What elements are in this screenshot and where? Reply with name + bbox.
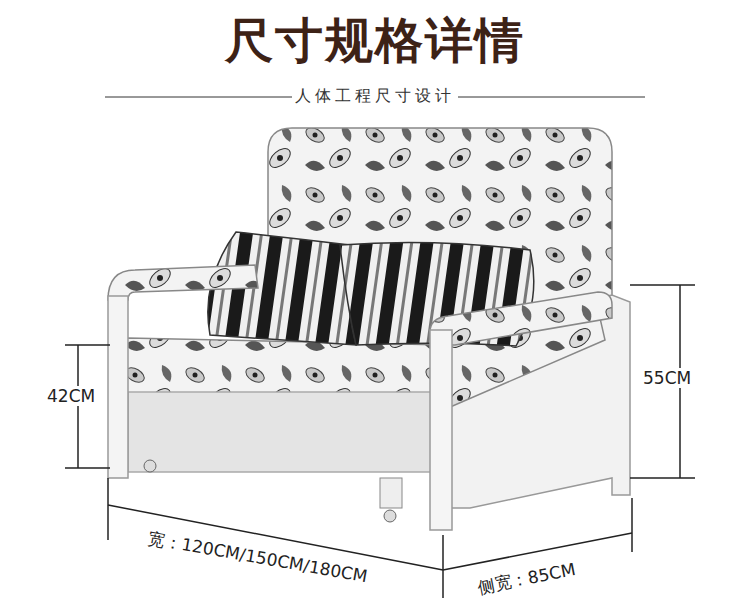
dimension-label: 侧宽：85CM <box>476 559 577 598</box>
dimension-label: 55CM <box>640 368 694 388</box>
dimension-line <box>108 478 632 598</box>
dimension-label: 宽：120CM/150CM/180CM <box>146 528 369 587</box>
dimension-label: 42CM <box>44 386 98 406</box>
title: 尺寸规格详情 <box>225 12 525 70</box>
dimension-line <box>65 345 110 468</box>
subtitle: 人体工程尺寸设计 <box>292 86 458 105</box>
dimension-line <box>630 285 695 478</box>
